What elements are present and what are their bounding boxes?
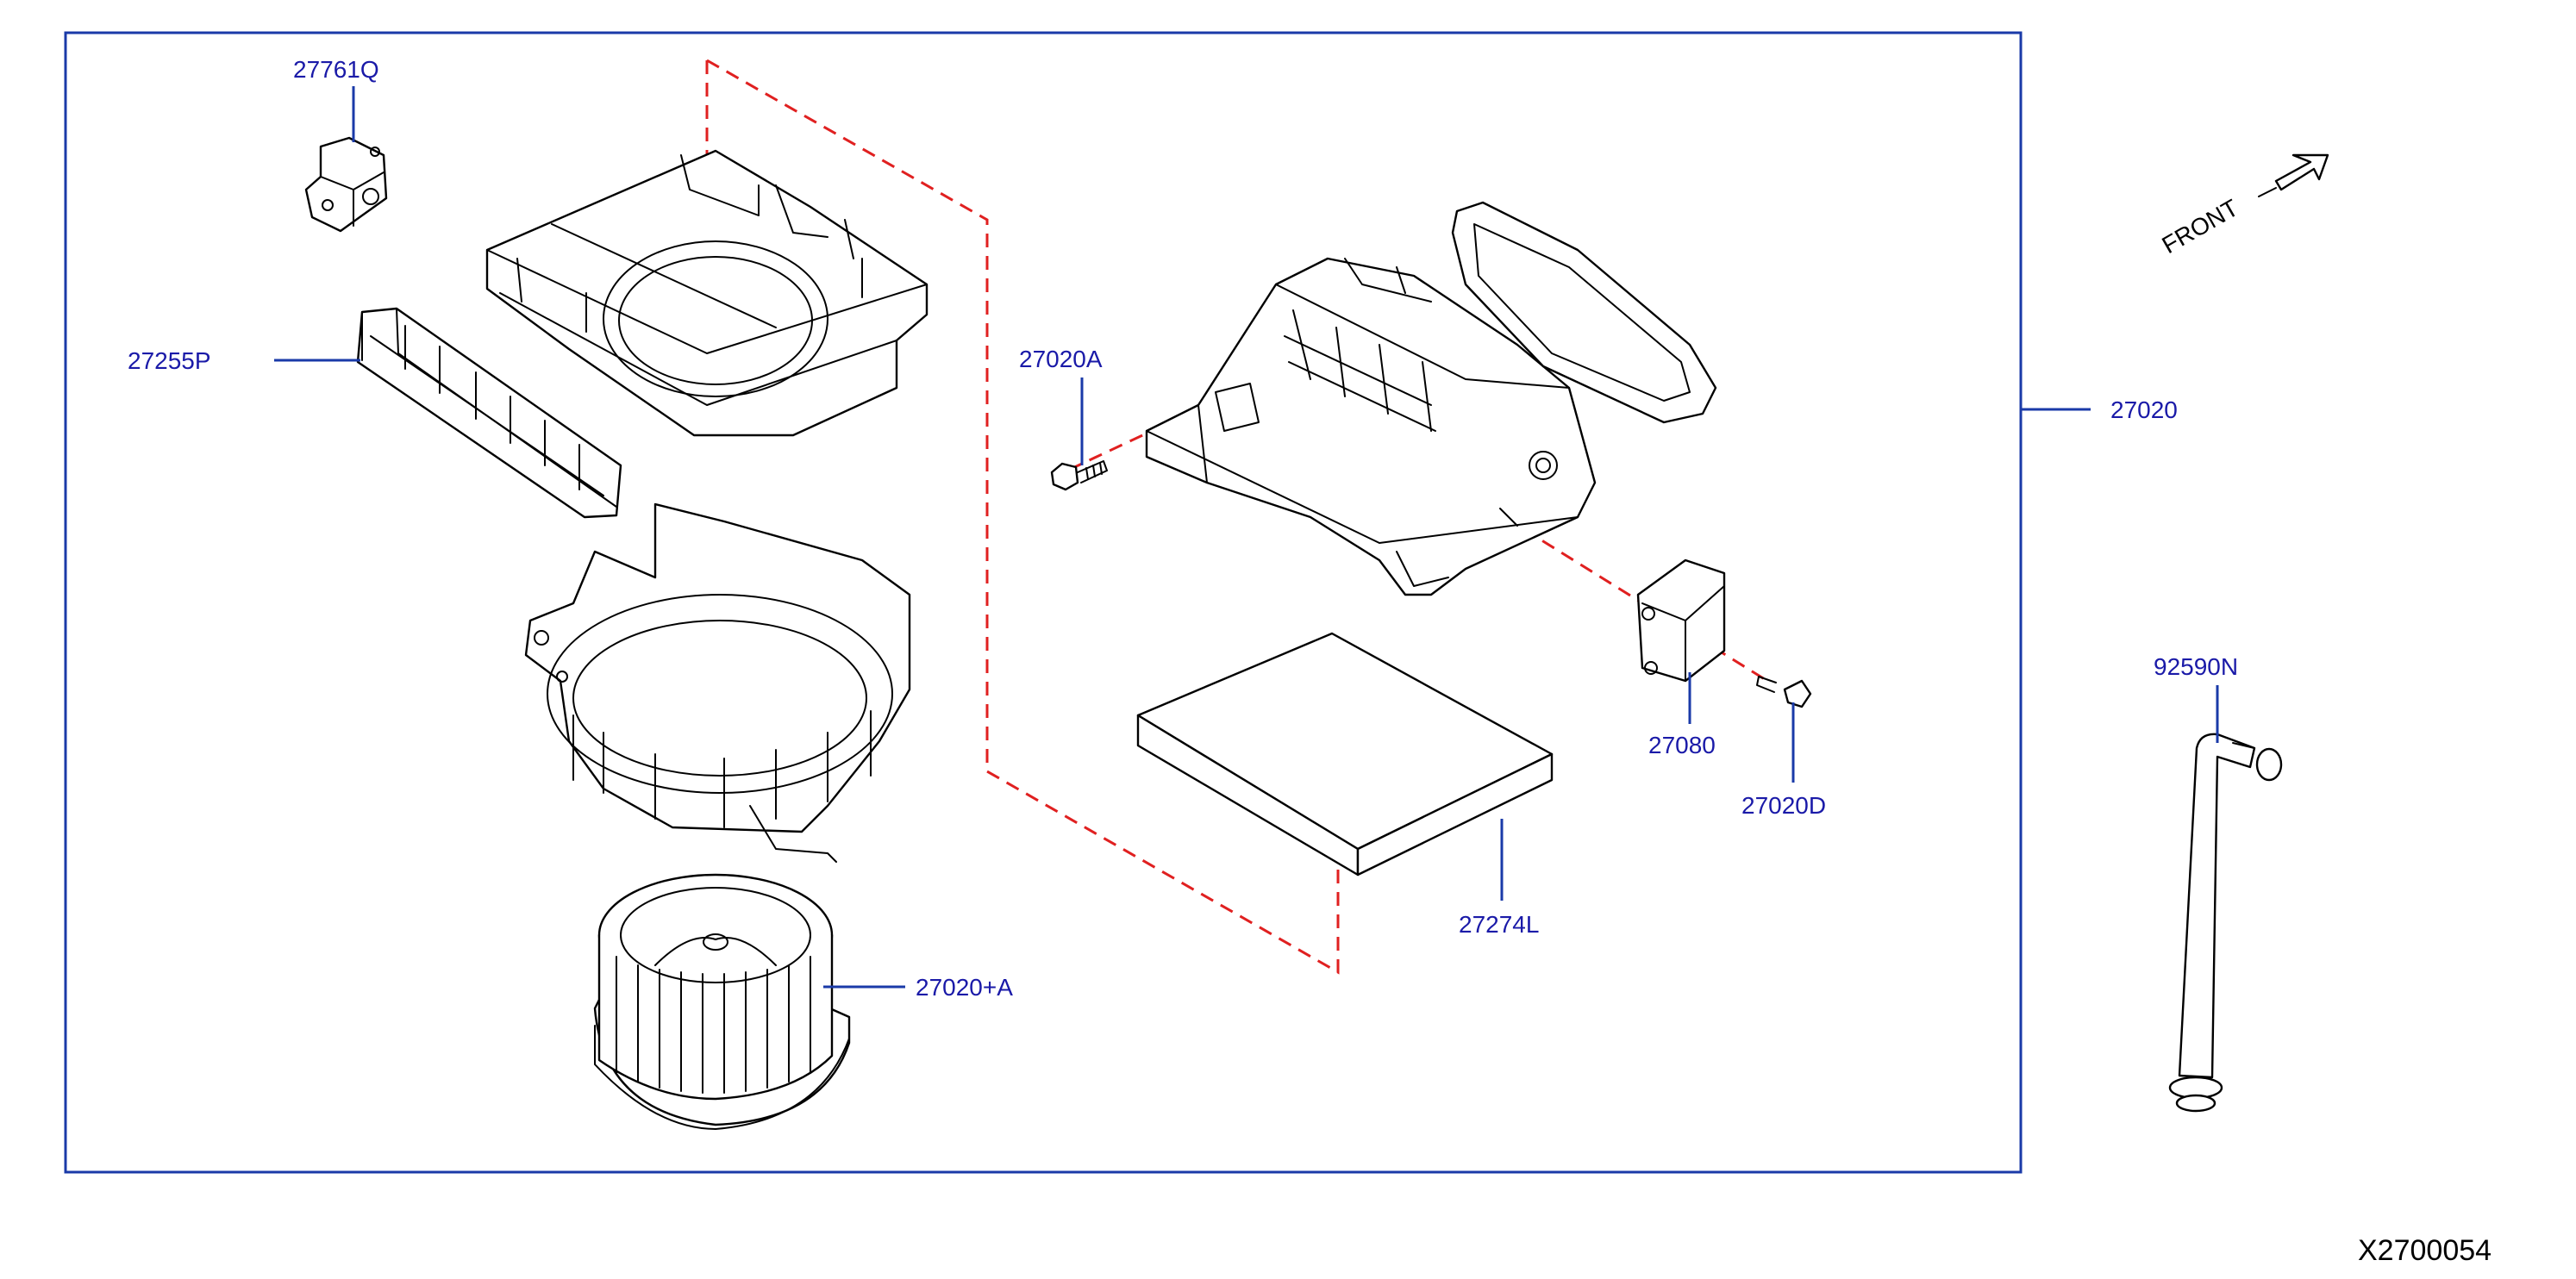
- part-27020A-screw[interactable]: [1050, 460, 1108, 491]
- part-27761Q-actuator[interactable]: [304, 136, 388, 233]
- part-27274L-cabin-filter[interactable]: [1136, 632, 1554, 877]
- label-27080: 27080: [1648, 732, 1716, 758]
- label-27020: 27020: [2110, 396, 2178, 423]
- label-27274L: 27274L: [1459, 911, 1539, 938]
- part-27080-resistor[interactable]: [1636, 558, 1726, 683]
- part-intake-housing[interactable]: [485, 149, 928, 437]
- label-27761Q: 27761Q: [293, 56, 379, 83]
- label-27020A: 27020A: [1019, 346, 1103, 372]
- front-arrow-icon: [2274, 153, 2329, 191]
- part-92590N-drain-hose[interactable]: [2168, 733, 2283, 1113]
- part-27020-main-housing[interactable]: [1145, 201, 1717, 596]
- label-92590N: 92590N: [2154, 653, 2238, 680]
- assembly-dashed-lines: [705, 59, 1768, 975]
- part-27255P-grille[interactable]: [356, 307, 622, 519]
- part-blower-case[interactable]: [524, 502, 911, 863]
- front-label: FRONT: [2158, 194, 2243, 259]
- part-27020plusA-blower-motor[interactable]: [593, 873, 851, 1130]
- label-27255P: 27255P: [128, 347, 211, 374]
- reference-code: X2700054: [2358, 1234, 2492, 1267]
- label-27020D: 27020D: [1741, 792, 1826, 819]
- leader-lines: [274, 86, 2219, 989]
- part-27020D-screw[interactable]: [1756, 676, 1812, 708]
- front-direction-indicator: FRONT: [2158, 153, 2329, 259]
- assembly-frame: [64, 31, 2023, 1174]
- label-27020plusA: 27020+A: [916, 974, 1013, 1001]
